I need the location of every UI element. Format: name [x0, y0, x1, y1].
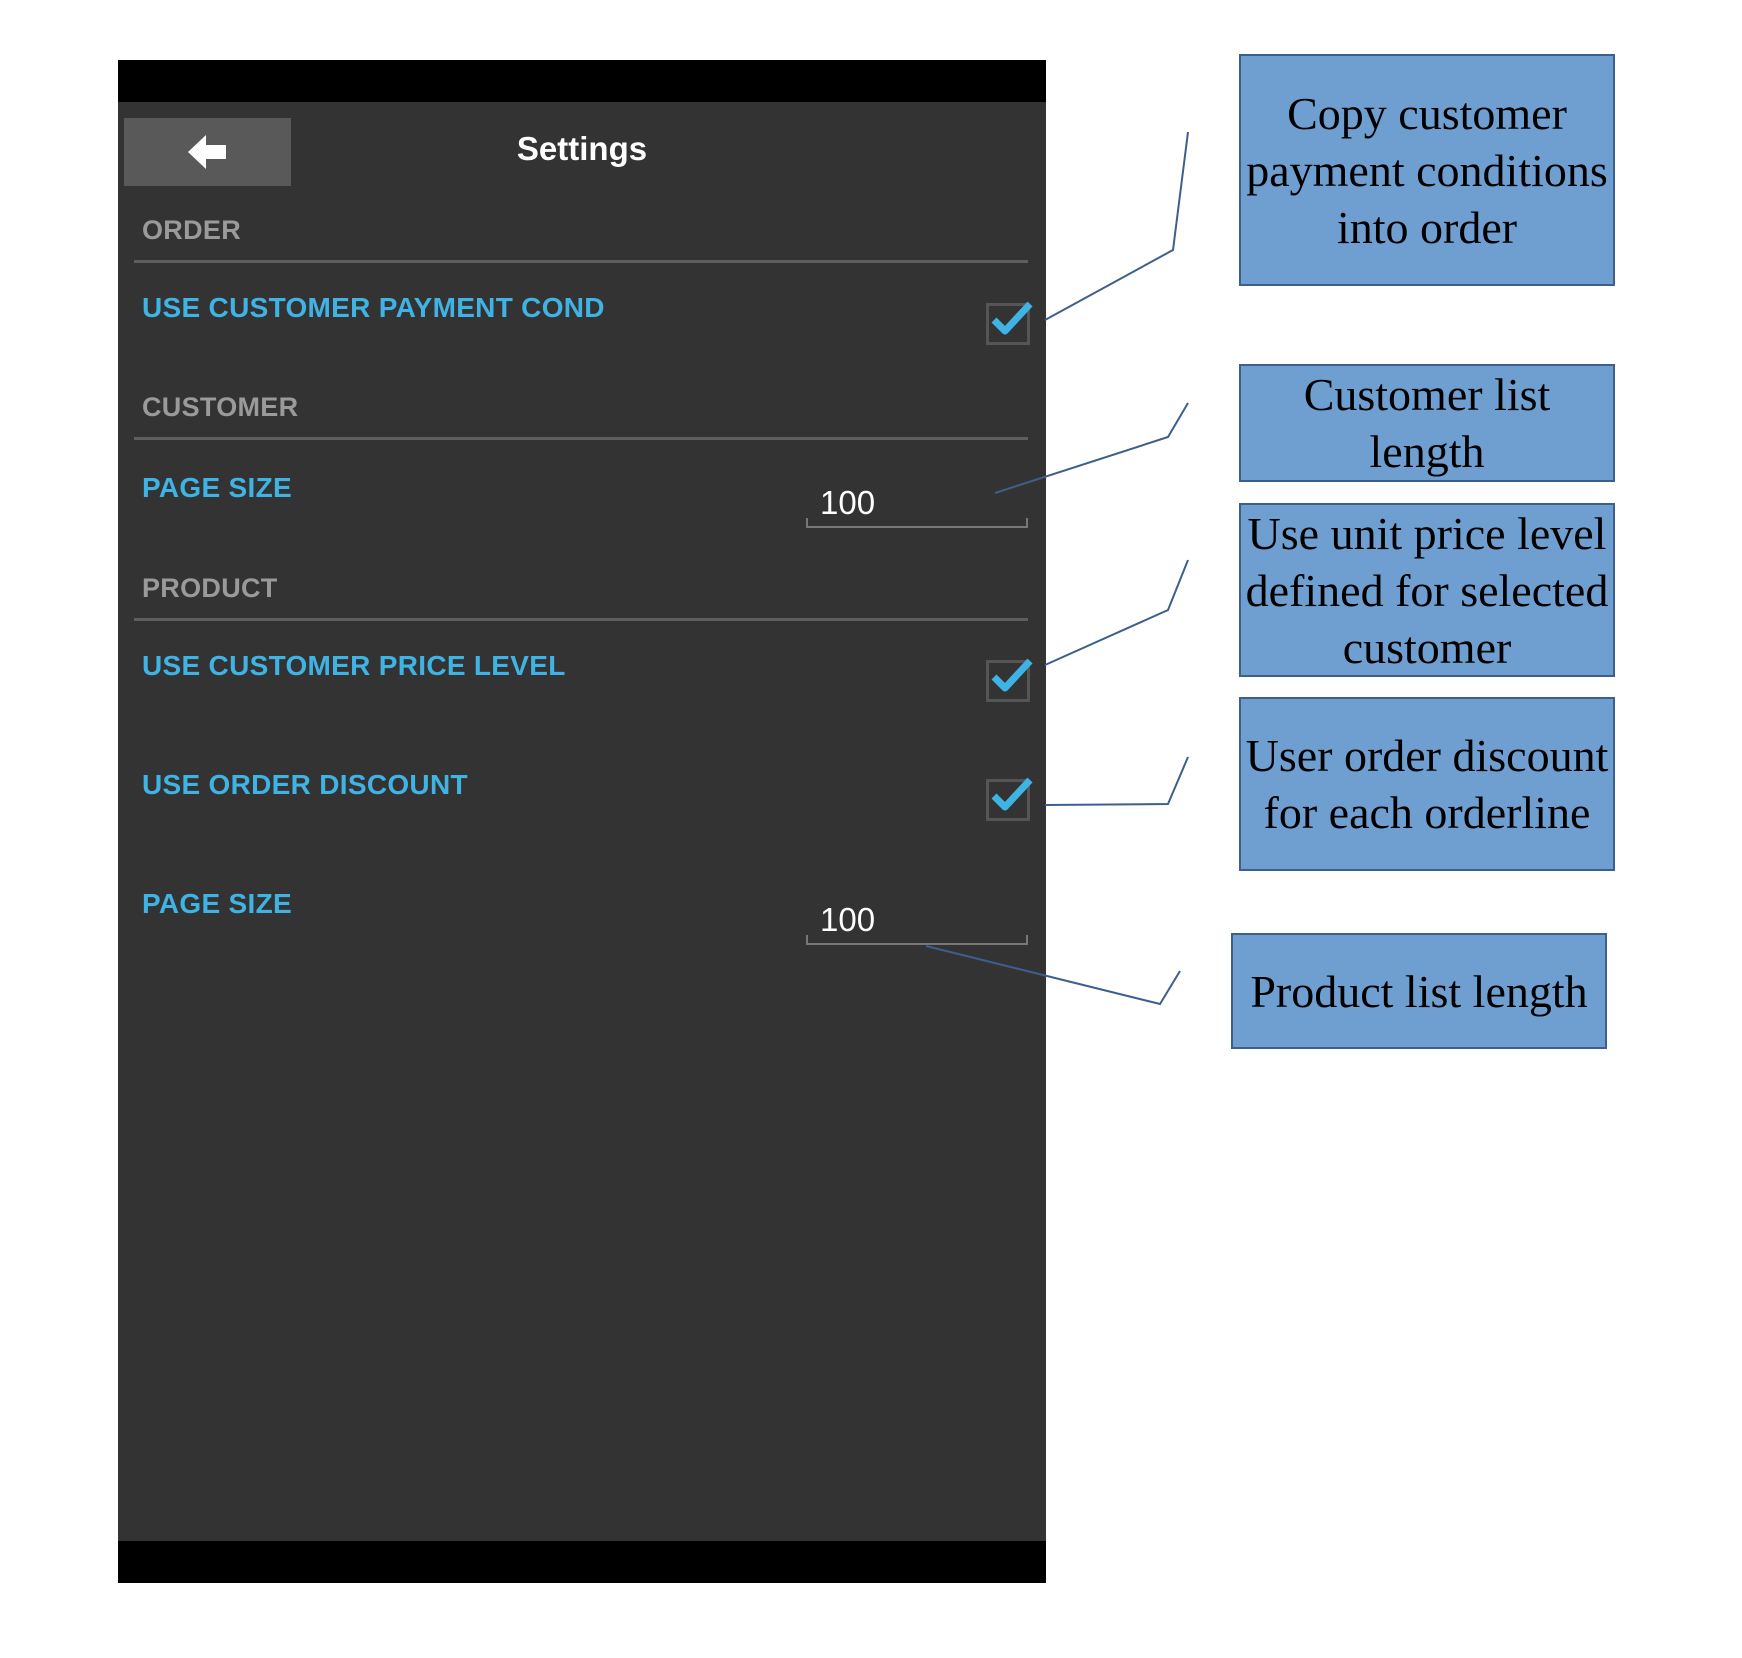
leader-line: [1044, 756, 1189, 806]
customer-page-size-input[interactable]: 100: [806, 478, 1028, 528]
callout-order-discount: User order discount for each orderline: [1239, 697, 1615, 871]
leader-line: [1044, 559, 1189, 666]
product-page-size-value: 100: [820, 901, 876, 938]
customer-page-size-label: PAGE SIZE: [142, 472, 292, 503]
status-bar: [118, 60, 1046, 102]
use-customer-price-level-label: USE CUSTOMER PRICE LEVEL: [142, 650, 566, 681]
page-title: Settings: [516, 130, 648, 167]
leader-line: [925, 945, 1181, 1006]
callout-customer-list-length: Customer list length: [1239, 364, 1615, 482]
use-customer-payment-cond-checkbox[interactable]: [986, 301, 1033, 345]
section-title-product: PRODUCT: [142, 573, 278, 603]
callout-payment-conditions: Copy customer payment conditions into or…: [1239, 54, 1615, 286]
arrow-left-icon: [187, 135, 226, 169]
section-divider: [134, 260, 1028, 263]
section-title-order: ORDER: [142, 215, 242, 245]
use-order-discount-label: USE ORDER DISCOUNT: [142, 769, 468, 800]
navigation-bar: [118, 1541, 1046, 1583]
checkmark-icon: [991, 777, 1033, 811]
leader-line: [1044, 131, 1189, 321]
checkmark-icon: [991, 658, 1033, 692]
use-order-discount-checkbox[interactable]: [986, 777, 1033, 821]
callout-unit-price-level: Use unit price level defined for selecte…: [1239, 503, 1615, 677]
section-title-customer: CUSTOMER: [142, 392, 299, 422]
input-underline: [806, 935, 1028, 945]
customer-page-size-value: 100: [820, 484, 876, 521]
back-button[interactable]: [124, 118, 291, 186]
input-underline: [806, 518, 1028, 528]
checkmark-icon: [991, 301, 1033, 335]
leader-line: [994, 402, 1189, 494]
callout-product-list-length: Product list length: [1231, 933, 1607, 1049]
section-divider: [134, 437, 1028, 440]
use-customer-payment-cond-label: USE CUSTOMER PAYMENT COND: [142, 292, 605, 323]
product-page-size-input[interactable]: 100: [806, 895, 1028, 945]
settings-screen: Settings ORDER USE CUSTOMER PAYMENT COND…: [118, 60, 1046, 1583]
section-divider: [134, 618, 1028, 621]
use-customer-price-level-checkbox[interactable]: [986, 658, 1033, 702]
product-page-size-label: PAGE SIZE: [142, 888, 292, 919]
